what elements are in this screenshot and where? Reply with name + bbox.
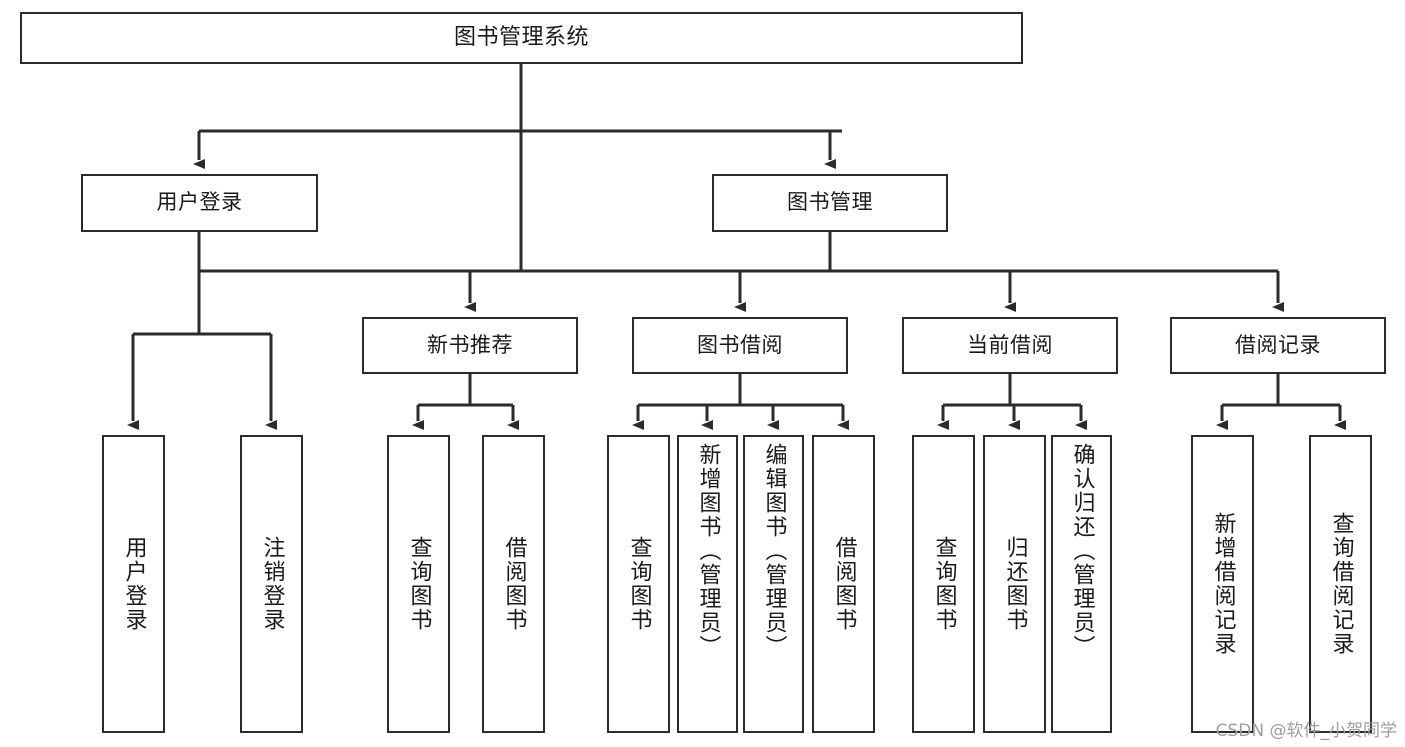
node-leaf-borrow-add-book[interactable]: 新增图书（管理员） (677, 435, 738, 733)
node-leaf-borrow-query[interactable]: 查询图书 (607, 435, 670, 733)
node-book-management-label: 图书管理 (787, 190, 873, 215)
node-leaf-user-login[interactable]: 用户登录 (102, 435, 165, 733)
node-leaf-record-query-label: 查询借阅记录 (1328, 512, 1354, 656)
node-leaf-current-confirm-return-label: 确认归还（管理员） (1069, 443, 1095, 659)
node-leaf-record-add[interactable]: 新增借阅记录 (1191, 435, 1254, 733)
node-leaf-borrow-add-book-label: 新增图书（管理员） (695, 443, 721, 659)
node-user-login-label: 用户登录 (156, 190, 243, 215)
node-leaf-borrow-edit-book-label: 编辑图书（管理员） (761, 443, 787, 659)
csdn-watermark: CSDN @软件_小贺同学 (1215, 721, 1397, 741)
node-new-book-recommend-label: 新书推荐 (427, 332, 513, 357)
node-leaf-newbook-query-label: 查询图书 (406, 536, 432, 632)
node-book-management[interactable]: 图书管理 (712, 174, 948, 232)
node-leaf-borrow-borrow-book-label: 借阅图书 (831, 536, 857, 632)
node-root[interactable]: 图书管理系统 (20, 12, 1023, 64)
node-borrow-record[interactable]: 借阅记录 (1170, 317, 1386, 374)
node-book-borrow-label: 图书借阅 (697, 332, 783, 357)
node-leaf-current-return-label: 归还图书 (1002, 536, 1028, 632)
node-leaf-record-query[interactable]: 查询借阅记录 (1309, 435, 1372, 733)
node-current-borrow-label: 当前借阅 (967, 332, 1053, 357)
node-leaf-newbook-borrow[interactable]: 借阅图书 (482, 435, 545, 733)
node-book-borrow[interactable]: 图书借阅 (632, 317, 848, 374)
node-leaf-borrow-borrow-book[interactable]: 借阅图书 (812, 435, 875, 733)
node-leaf-current-return[interactable]: 归还图书 (983, 435, 1046, 733)
node-current-borrow[interactable]: 当前借阅 (902, 317, 1118, 374)
node-root-label: 图书管理系统 (453, 24, 589, 50)
node-new-book-recommend[interactable]: 新书推荐 (362, 317, 578, 374)
node-leaf-current-confirm-return[interactable]: 确认归还（管理员） (1051, 435, 1112, 733)
node-borrow-record-label: 借阅记录 (1235, 332, 1321, 357)
node-leaf-user-logout[interactable]: 注销登录 (240, 435, 303, 733)
node-leaf-user-logout-label: 注销登录 (259, 536, 285, 632)
node-leaf-newbook-query[interactable]: 查询图书 (387, 435, 450, 733)
node-user-login[interactable]: 用户登录 (81, 174, 318, 232)
node-leaf-borrow-edit-book[interactable]: 编辑图书（管理员） (743, 435, 804, 733)
node-leaf-current-query[interactable]: 查询图书 (912, 435, 975, 733)
node-leaf-current-query-label: 查询图书 (931, 536, 957, 632)
node-leaf-record-add-label: 新增借阅记录 (1210, 512, 1236, 656)
node-leaf-newbook-borrow-label: 借阅图书 (501, 536, 527, 632)
node-leaf-user-login-label: 用户登录 (121, 536, 147, 632)
node-leaf-borrow-query-label: 查询图书 (626, 536, 652, 632)
